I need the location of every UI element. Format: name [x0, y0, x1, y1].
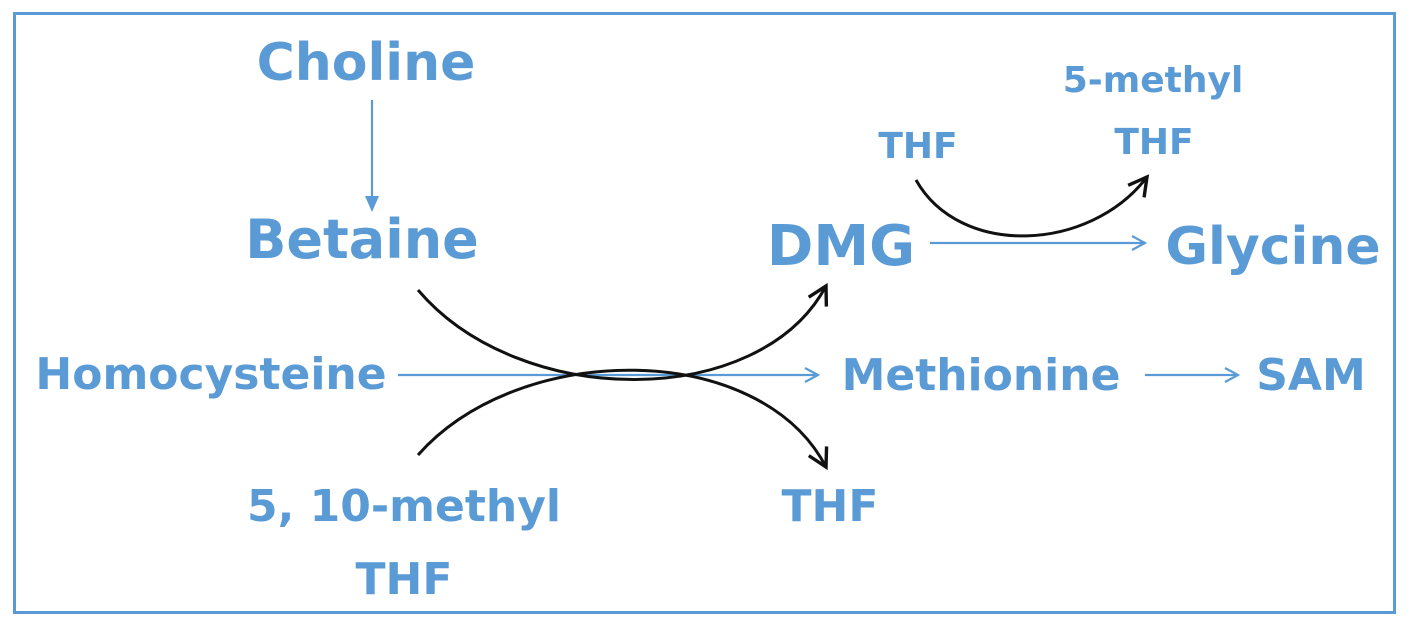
label-choline: Choline	[256, 33, 476, 93]
label-5-methyl-thf: THF	[1114, 122, 1194, 163]
label-methionine: Methionine	[841, 350, 1121, 401]
label-thf-bottom: THF	[781, 481, 879, 532]
label-betaine: Betaine	[245, 208, 479, 271]
label-glycine: Glycine	[1165, 217, 1381, 277]
label-510-methyl: 5, 10-methyl	[247, 481, 561, 532]
diagram-border	[13, 12, 1396, 614]
label-dmg: DMG	[766, 214, 916, 279]
label-sam: SAM	[1256, 350, 1366, 401]
label-homocysteine: Homocysteine	[35, 349, 387, 400]
label-5-methyl: 5-methyl	[1062, 60, 1244, 101]
label-510-methyl-thf: THF	[355, 554, 453, 605]
arrow-betaine-to-dmg	[416, 282, 829, 381]
label-thf-top: THF	[878, 126, 958, 167]
arrow-methylthf-to-thf	[416, 368, 829, 471]
arrow-thf-to-5methylthf	[914, 174, 1150, 238]
